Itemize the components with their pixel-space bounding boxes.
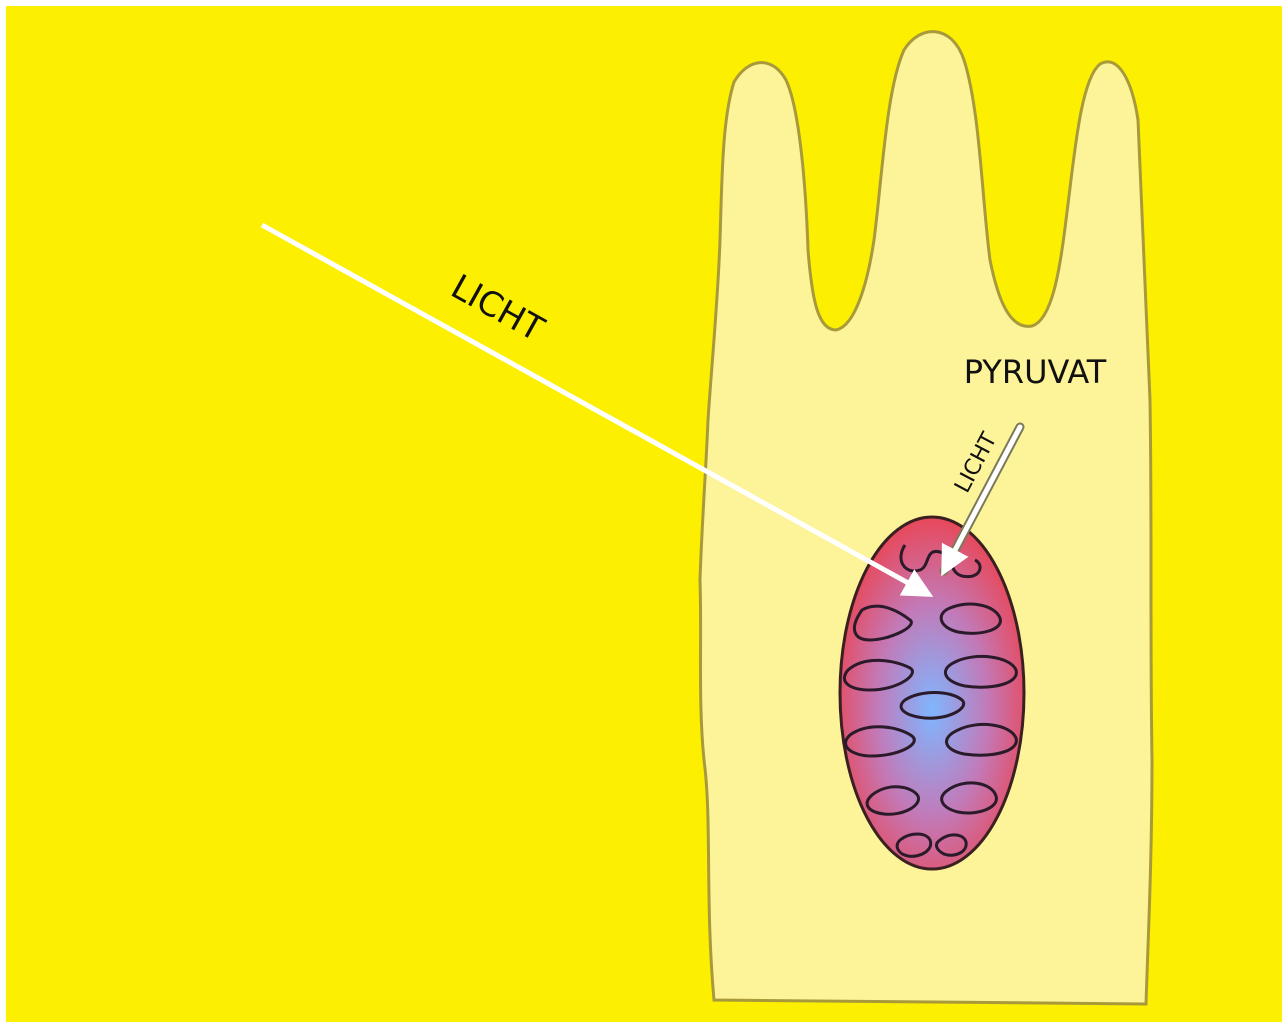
pyruvate-label: PYRUVAT [964, 353, 1107, 391]
mitochondrion-icon [840, 517, 1024, 869]
